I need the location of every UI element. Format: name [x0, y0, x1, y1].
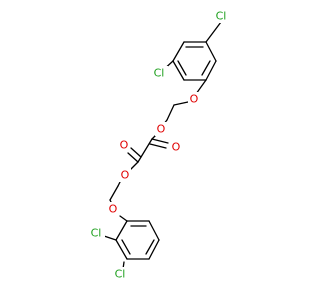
atom-label-cl-upper-ortho: Cl: [154, 67, 165, 80]
atom-label-cl-bottom: Cl: [115, 268, 126, 281]
bond-carbonyl-to-o-ester-bottom: [129, 161, 139, 171]
bond-ring-to-cl-lower-ortho: [103, 235, 117, 241]
atom-label-o-ether-top: O: [190, 93, 199, 106]
atom-cl-bottom: Cl: [111, 267, 129, 281]
atom-label-o-carbonyl-right: O: [172, 141, 181, 154]
bond-ch2-ch2-bottom: [109, 185, 119, 201]
atom-o-ether-bottom: O: [107, 202, 119, 216]
atom-cl-top: Cl: [212, 9, 230, 23]
bond-c-o-double-right-a: [151, 138, 169, 144]
bond-ch2-ch2-top: [166, 104, 175, 121]
atom-o-ester-top: O: [155, 122, 167, 136]
atom-label-o-ester-top: O: [157, 123, 166, 136]
atom-label-o-ether-bottom: O: [109, 203, 118, 216]
bond-carbonyl-c-c: [137, 138, 153, 163]
lower-aromatic-ring: [115, 220, 160, 260]
atom-label-cl-top: Cl: [216, 10, 227, 23]
atom-label-cl-lower-ortho: Cl: [91, 227, 102, 240]
bond-ring-to-o-ether-top: [195, 79, 207, 95]
bond-c-o-double-left-b: [130, 147, 142, 158]
atom-label-o-carbonyl-left: O: [120, 139, 129, 152]
atom-o-ether-top: O: [188, 92, 200, 106]
bond-o-ether-top-to-ch2: [173, 101, 189, 106]
bond-c-o-double-left-a: [127, 152, 139, 163]
atom-cl-lower-ortho: Cl: [87, 226, 105, 240]
atom-cl-upper-ortho: Cl: [150, 66, 168, 80]
bond-c-o-double-right-b: [149, 143, 167, 149]
bond-o-ether-bottom-to-ring: [119, 215, 128, 222]
atom-o-ester-bottom: O: [119, 168, 131, 182]
upper-aromatic-ring: [172, 41, 217, 81]
atom-label-o-ester-bottom: O: [121, 169, 130, 182]
bond-ring-to-cl-top: [205, 21, 222, 43]
molecule-structure-diagram: Cl Cl O O O O O O Cl Cl: [87, 9, 230, 281]
atom-o-carbonyl-left: O: [118, 138, 130, 152]
atom-o-carbonyl-right: O: [170, 140, 182, 154]
